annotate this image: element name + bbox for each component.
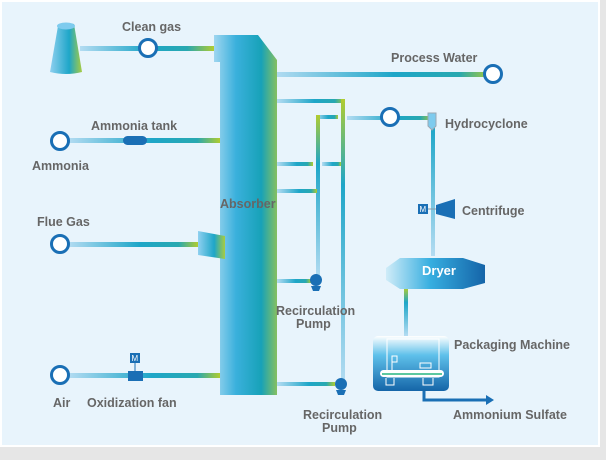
pipe-branch-1a [277,162,313,166]
label-recirculation-pump-1-line2: Pump [296,317,331,331]
label-air: Air [53,396,71,410]
centrifuge-motor-icon [418,204,428,214]
arrow-left-circle-icon [138,38,158,58]
motor-label: M [132,354,139,363]
stack-icon [50,23,82,74]
label-oxidization-fan: Oxidization fan [87,396,177,410]
arrow-left-circle-icon [483,64,503,84]
hydrocyclone-icon [427,112,437,131]
diagram-panel: M M Dryer [0,0,600,447]
label-process-water: Process Water [391,51,478,65]
pipe-dryer-packaging [404,288,408,336]
pipe-loop-outer-bottom [277,382,335,386]
arrow-right-circle-icon [380,107,400,127]
pipe-flue-gas [68,242,198,247]
label-packaging-machine: Packaging Machine [454,338,570,352]
label-hydrocyclone: Hydrocyclone [445,117,528,131]
pipe-loop-inner-vertical [316,115,320,279]
ammonium-sulfate-output-arrow [422,391,486,402]
pipe-hydrocyclone-down [431,128,435,256]
packaging-machine-icon [373,336,449,391]
pipe-loop-outer-top [277,99,345,103]
arrow-right-icon [486,395,494,405]
pipe-branch-1b [322,162,341,166]
dryer-label: Dryer [422,263,456,278]
label-recirculation-pump-2-line2: Pump [322,421,357,435]
arrow-right-circle-icon [50,131,70,151]
pipe-process-water [274,72,492,77]
flue-gas-inlet [198,231,225,259]
pipes [68,46,492,386]
label-recirculation-pump-2: Recirculation [303,408,382,422]
arrow-right-circle-icon [50,365,70,385]
centrifuge-icon [436,199,455,219]
pipe-air [68,373,220,378]
oxidization-fan-icon [128,371,143,381]
label-ammonia: Ammonia [32,159,90,173]
pipe-loop-inner-bottom [277,279,311,283]
dryer-icon [386,258,485,289]
stack-top [57,22,75,30]
arrow-right-circle-icon [50,234,70,254]
label-clean-gas: Clean gas [122,20,181,34]
label-centrifuge: Centrifuge [462,204,525,218]
label-absorber: Absorber [220,197,276,211]
ammonia-tank-icon [123,136,147,145]
motor-icon [130,353,140,363]
pump-icon [310,274,322,291]
label-flue-gas: Flue Gas [37,215,90,229]
pipe-loop-inner-top [316,115,338,119]
pipe-branch-2 [277,189,317,193]
absorber-tower [214,35,277,395]
label-recirculation-pump-1: Recirculation [276,304,355,318]
label-ammonium-sulfate: Ammonium Sulfate [453,408,567,422]
centrifuge-motor-label: M [420,205,427,214]
label-ammonia-tank: Ammonia tank [91,119,177,133]
pump-icon [335,378,347,395]
pipe-loop-outer-vertical [341,99,345,385]
